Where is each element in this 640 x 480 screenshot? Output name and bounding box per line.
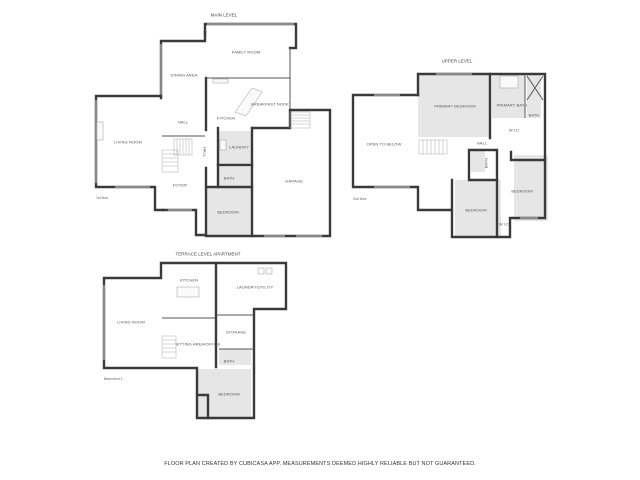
room-breakfast-nook: BREAKFAST NOOK xyxy=(251,101,289,107)
room-bath: BATH xyxy=(223,175,235,181)
upper-level-plan xyxy=(351,72,548,239)
room-kitchen: KITCHEN xyxy=(179,277,199,283)
room-laundry-utility: LAUNDRY/UTILITY xyxy=(236,284,274,290)
main-level-plan xyxy=(94,22,332,238)
room-living-room: LIVING ROOM xyxy=(117,319,145,325)
room-living-room: LIVING ROOM xyxy=(114,139,142,145)
upper-level-floor-tag: 2nd floor xyxy=(353,197,367,201)
terrace-level-title: TERRACE LEVEL APARTMENT xyxy=(175,251,241,257)
room-bedroom: BEDROOM xyxy=(217,209,239,215)
room-bath-hall: BATH xyxy=(483,157,489,169)
room-primary-bedroom: PRIMARY BEDROOM xyxy=(434,103,476,109)
room-hall: HALL xyxy=(177,119,189,125)
room-bath-small: BATH xyxy=(528,112,540,118)
room-primary-bath: PRIMARY BATH xyxy=(496,102,528,108)
terrace-level-plan xyxy=(102,261,288,420)
main-level-floor-tag: 1st floor xyxy=(96,196,109,200)
room-family-room: FAMILY ROOM xyxy=(231,49,261,55)
main-level-title: MAIN LEVEL xyxy=(210,12,238,18)
room-foyer: FOYER xyxy=(172,182,188,188)
room-garage: GARAGE xyxy=(285,178,303,184)
room-bedroom: BEDROOM xyxy=(218,391,240,397)
room-hall: HALL xyxy=(476,140,488,146)
room-bedroom-right: BEDROOM xyxy=(511,188,533,194)
room-wic-2: W.I.C xyxy=(498,221,510,227)
room-open-to-below: OPEN TO BELOW xyxy=(366,141,402,147)
upper-level-title: UPPER LEVEL xyxy=(441,58,473,64)
room-dining-area: DINING AREA xyxy=(170,72,198,78)
terrace-level-floor-tag: Basement 1 xyxy=(104,377,123,381)
room-sitting-area-office: SITTING AREA/OFFICE xyxy=(175,341,221,347)
room-laundry: LAUNDRY xyxy=(229,144,249,150)
room-hall-2: HALL xyxy=(202,146,208,158)
room-kitchen: KITCHEN xyxy=(216,115,236,121)
room-bath: BATH xyxy=(223,358,235,364)
room-wic-1: W.I.C xyxy=(508,127,520,133)
room-bedroom-left: BEDROOM xyxy=(465,207,487,213)
room-storage: STORAGE xyxy=(225,329,247,335)
disclaimer-footer: FLOOR PLAN CREATED BY CUBICASA APP. MEAS… xyxy=(164,461,476,467)
